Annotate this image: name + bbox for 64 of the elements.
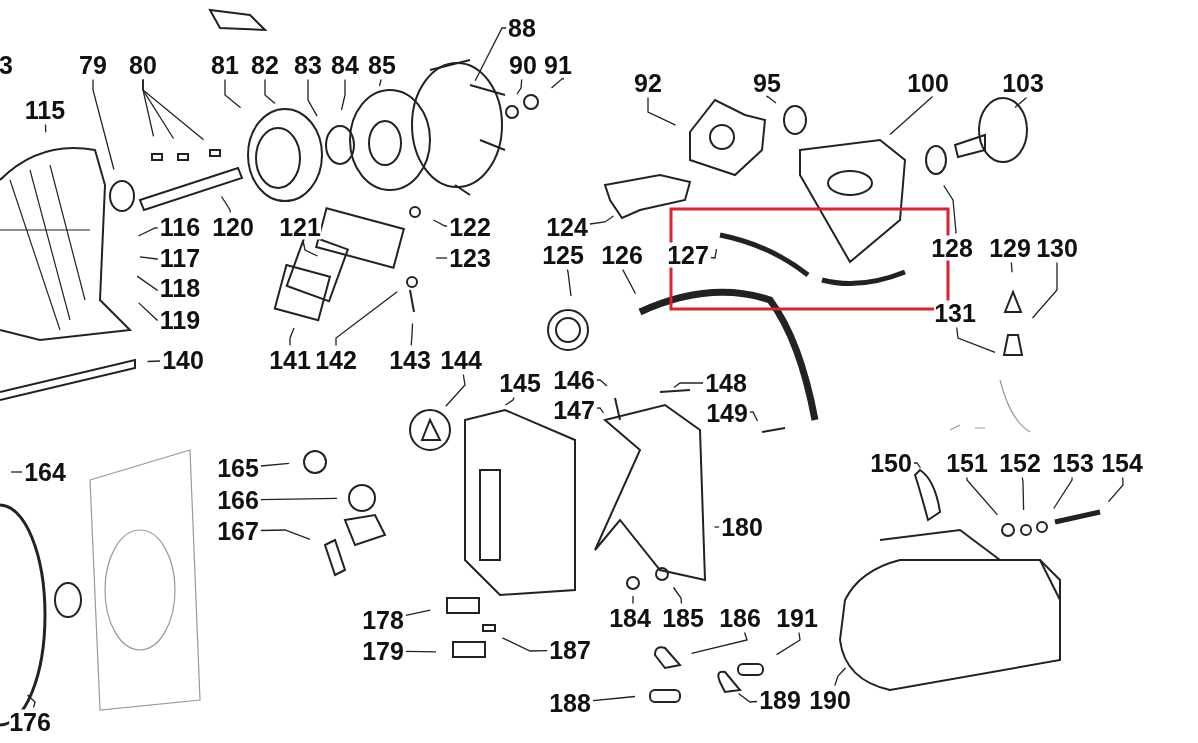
leader-line [92, 78, 115, 171]
leader-line [260, 497, 338, 501]
leader-line [710, 248, 718, 259]
leader-line [264, 78, 276, 105]
leader-line [289, 327, 295, 347]
leader-line [956, 326, 996, 353]
leader-line [596, 379, 608, 387]
leader-line [834, 667, 847, 687]
leader-line [139, 256, 159, 260]
leader-line [432, 219, 448, 227]
leader-line [1107, 476, 1124, 503]
leader-line [137, 227, 159, 237]
leader-line [647, 96, 677, 126]
leader-line [672, 586, 683, 605]
leader-line [146, 360, 161, 363]
leader-line [766, 94, 777, 104]
leader-line [713, 526, 720, 528]
leader-line [550, 76, 565, 89]
leader-line [1014, 96, 1027, 109]
leader-line [224, 78, 242, 109]
leader-line [592, 695, 636, 702]
leader-line [1010, 261, 1013, 273]
leader-line [307, 78, 318, 117]
leader-line [136, 275, 159, 291]
leader-line [622, 268, 637, 295]
leader-line [340, 78, 346, 111]
leader-line [737, 692, 758, 703]
leader-line [596, 407, 605, 414]
leader-line [1053, 476, 1073, 510]
leader-line [501, 637, 548, 652]
leader-line [335, 291, 398, 347]
leader-line [260, 529, 311, 541]
leader-line [10, 471, 23, 473]
leader-line [474, 27, 507, 82]
leader-line [302, 240, 319, 257]
leader-line [673, 382, 704, 389]
leader-line [775, 631, 801, 656]
callout-number: 127 [667, 242, 709, 268]
leader-line [504, 396, 515, 406]
leader-line [966, 476, 999, 516]
leader-line [632, 595, 634, 605]
leader-line [516, 78, 523, 95]
leader-line [1021, 476, 1025, 511]
leader-line [690, 631, 748, 654]
leader-line [913, 462, 922, 469]
leader-line [435, 257, 448, 259]
leader-line [405, 609, 431, 616]
leader-line [44, 123, 47, 133]
leader-line [220, 195, 232, 214]
leader-line [445, 373, 466, 407]
leader-line [26, 694, 36, 709]
leader-line [889, 95, 933, 136]
leader-line [405, 650, 437, 653]
leader-line [142, 78, 205, 141]
leader-line [260, 462, 290, 467]
leader-line [566, 268, 572, 297]
leader-line [410, 322, 414, 347]
leader-line [943, 184, 957, 235]
leader-line [1031, 261, 1058, 319]
leader-line [138, 302, 159, 321]
leader-line [378, 78, 382, 87]
leader-line [749, 411, 759, 422]
callout-number: 128 [931, 235, 973, 261]
leader-line [589, 215, 615, 225]
